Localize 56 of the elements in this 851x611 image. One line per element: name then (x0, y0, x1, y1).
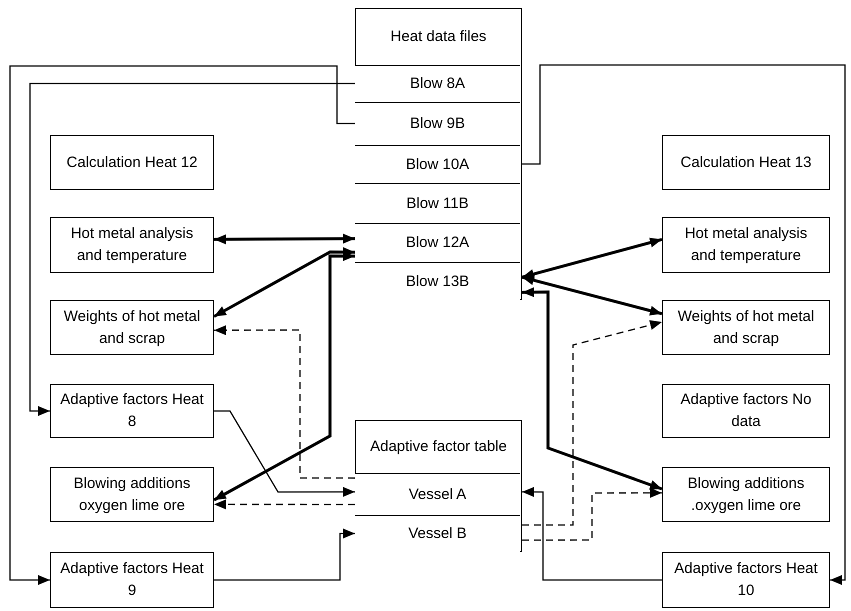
node-label: Weights of hot metal and scrap (676, 306, 816, 348)
node-label: Calculation Heat 12 (66, 152, 198, 172)
node-label: Hot metal analysis and temperature (684, 224, 808, 266)
node-label: Blow 8A (408, 74, 466, 94)
node-label: Vessel B (407, 524, 468, 544)
arrow (29, 82, 355, 416)
dashed-arrow (214, 499, 355, 510)
arrow (214, 410, 355, 497)
data-channel (213, 247, 356, 318)
dashed-arrow (214, 325, 355, 479)
arrow (214, 528, 355, 581)
table-row (355, 183, 520, 223)
process-box (50, 552, 214, 608)
process-box (662, 135, 830, 190)
process-box (50, 467, 214, 522)
data-channel (522, 238, 662, 279)
table-row (355, 145, 520, 183)
table-row (355, 102, 520, 145)
node-label: Blow 13B (404, 272, 470, 292)
table-row (355, 65, 520, 102)
node-label: Blow 11B (405, 194, 470, 214)
data-channel (522, 275, 662, 316)
data-channel (213, 251, 355, 502)
node-label: Blowing additions oxygen lime ore (72, 474, 192, 516)
node-label: Hot metal analysis and temperature (70, 224, 194, 266)
arrow (522, 64, 846, 585)
table-row (355, 473, 520, 515)
node-label: Blow 10A (404, 154, 470, 174)
table-row (355, 223, 520, 262)
process-box (662, 217, 830, 273)
dashed-arrow (522, 488, 662, 541)
process-box (50, 217, 214, 273)
data-channel (522, 287, 662, 490)
arrow (522, 486, 662, 581)
node-label: Blow 12A (404, 233, 470, 253)
table-heading: Heat data files (390, 27, 488, 47)
node-label: Blowing additions .oxygen lime ore (686, 474, 806, 516)
node-label: Adaptive factors Heat 10 (673, 559, 819, 601)
node-label: Adaptive factors Heat 8 (59, 390, 205, 432)
process-box (50, 300, 214, 355)
process-box (662, 552, 830, 608)
dashed-arrow (522, 320, 662, 526)
node-label: Adaptive factors Heat 9 (59, 559, 205, 601)
process-box (662, 300, 830, 355)
arrow (9, 65, 355, 585)
table-heading: Adaptive factor table (369, 437, 508, 457)
process-box (662, 384, 830, 438)
node-label: Vessel A (408, 484, 468, 504)
process-box (50, 384, 214, 438)
node-label: Calculation Heat 13 (680, 152, 812, 172)
process-box (662, 467, 830, 522)
process-box (50, 135, 214, 190)
data-channel (214, 234, 356, 244)
node-label: Blow 9B (408, 114, 466, 134)
node-label: Weights of hot metal and scrap (62, 306, 202, 348)
node-label: Adaptive factors No data (680, 390, 812, 432)
